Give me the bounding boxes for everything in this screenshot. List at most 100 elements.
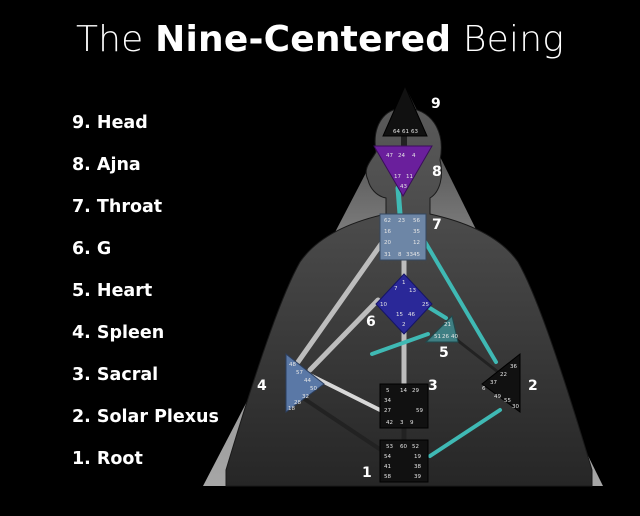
center-number-heart: 5 [439,345,449,361]
gate-label: 27 [384,408,391,414]
center-number-root: 1 [362,465,372,481]
gate-label: 43 [400,184,407,190]
spleen-center [285,352,325,413]
heart-center [424,315,459,343]
gate-label: 47 [386,153,393,159]
legend-item-solar-plexus: 2. Solar Plexus [72,407,219,427]
gate-label: 56 [413,218,420,224]
legend-item-ajna: 8. Ajna [72,155,141,175]
g-center [375,273,433,335]
gate-label: 31 [384,252,391,258]
gate-label: 40 [451,334,458,340]
gate-label: 29 [412,388,419,394]
gate-label: 2 [402,322,406,328]
gate-label: 33 [406,252,413,258]
ajna-center [373,145,433,197]
gate-label: 54 [384,454,391,460]
gate-label: 7 [394,286,398,292]
centers [285,84,521,483]
legend-item-g: 6. G [72,239,112,259]
gate-label: 15 [396,312,403,318]
gate-label: 14 [400,388,407,394]
title-light-2: Being [462,19,565,60]
center-number-solar-plexus: 2 [528,378,538,394]
gate-label: 30 [512,404,519,410]
gate-label: 34 [384,398,391,404]
center-number-labels: 9 8 7 6 5 4 3 2 1 [257,96,538,481]
center-number-spleen: 4 [257,378,267,394]
channel-g-spleen [307,297,381,373]
gate-label: 20 [384,240,391,246]
gate-label: 13 [409,288,416,294]
channel-ajna-throat [395,185,403,217]
gate-label: 60 [400,444,407,450]
legend-item-heart: 5. Heart [72,281,153,301]
solar-plexus-center [481,352,521,413]
gate-label: 48 [289,362,296,368]
gate-labels: 64 61 63 47 24 4 17 11 43 62 23 56 16 35… [288,129,519,480]
gate-label: 59 [416,408,423,414]
gate-label: 4 [412,153,416,159]
gate-label: 11 [406,174,413,180]
legend-item-throat: 7. Throat [72,197,163,217]
gate-label: 3 [400,420,404,426]
gate-label: 44 [304,378,311,384]
title-light-1: The [75,19,144,60]
gate-label: 45 [413,252,420,258]
gate-label: 9 [410,420,414,426]
legend-item-head: 9. Head [72,113,148,133]
gate-label: 49 [494,394,501,400]
gate-label: 22 [500,372,507,378]
gate-label: 64 [393,129,400,135]
title-bold: Nine-Centered [155,19,452,60]
center-number-ajna: 8 [432,164,442,180]
channel-throat-spleen [295,237,387,365]
channel-throat-solar [422,238,498,364]
gate-label: 51 [434,334,441,340]
root-center [379,439,429,483]
sacral-center [379,383,429,429]
gate-label: 26 [442,334,449,340]
gate-label: 58 [384,474,391,480]
gate-label: 61 [402,129,409,135]
gate-label: 36 [510,364,517,370]
gate-label: 42 [386,420,393,426]
legend-item-spleen: 4. Spleen [72,323,165,343]
page-title: The Nine-Centered Being [0,18,640,62]
center-number-g: 6 [366,314,376,330]
gate-label: 17 [394,174,401,180]
gate-label: 53 [386,444,393,450]
gate-label: 41 [384,464,391,470]
channel-heart-spleen [370,332,430,356]
gate-label: 5 [386,388,390,394]
channel-heart-solar [450,334,500,374]
channel-solar-root [428,408,502,458]
channel-spleen-root [298,394,386,454]
gate-label: 8 [398,252,402,258]
head-center [382,84,428,137]
gate-label: 16 [384,229,391,235]
gate-label: 50 [310,386,317,392]
gate-label: 10 [380,302,387,308]
center-number-head: 9 [431,96,441,112]
gate-label: 24 [398,153,405,159]
legend-item-root: 1. Root [72,449,143,469]
gate-label: 1 [402,280,406,286]
gate-label: 21 [444,322,451,328]
gate-label: 28 [294,400,301,406]
gate-label: 37 [490,380,497,386]
gate-label: 18 [288,406,295,412]
gate-label: 25 [422,302,429,308]
gate-label: 62 [384,218,391,224]
gate-label: 38 [414,464,421,470]
gate-label: 57 [296,370,303,376]
gate-label: 63 [411,129,418,135]
gate-label: 46 [408,312,415,318]
gate-label: 35 [413,229,420,235]
gate-label: 55 [504,398,511,404]
gate-label: 52 [412,444,419,450]
throat-center [379,213,427,261]
gate-label: 6 [482,386,486,392]
center-number-sacral: 3 [428,378,438,394]
